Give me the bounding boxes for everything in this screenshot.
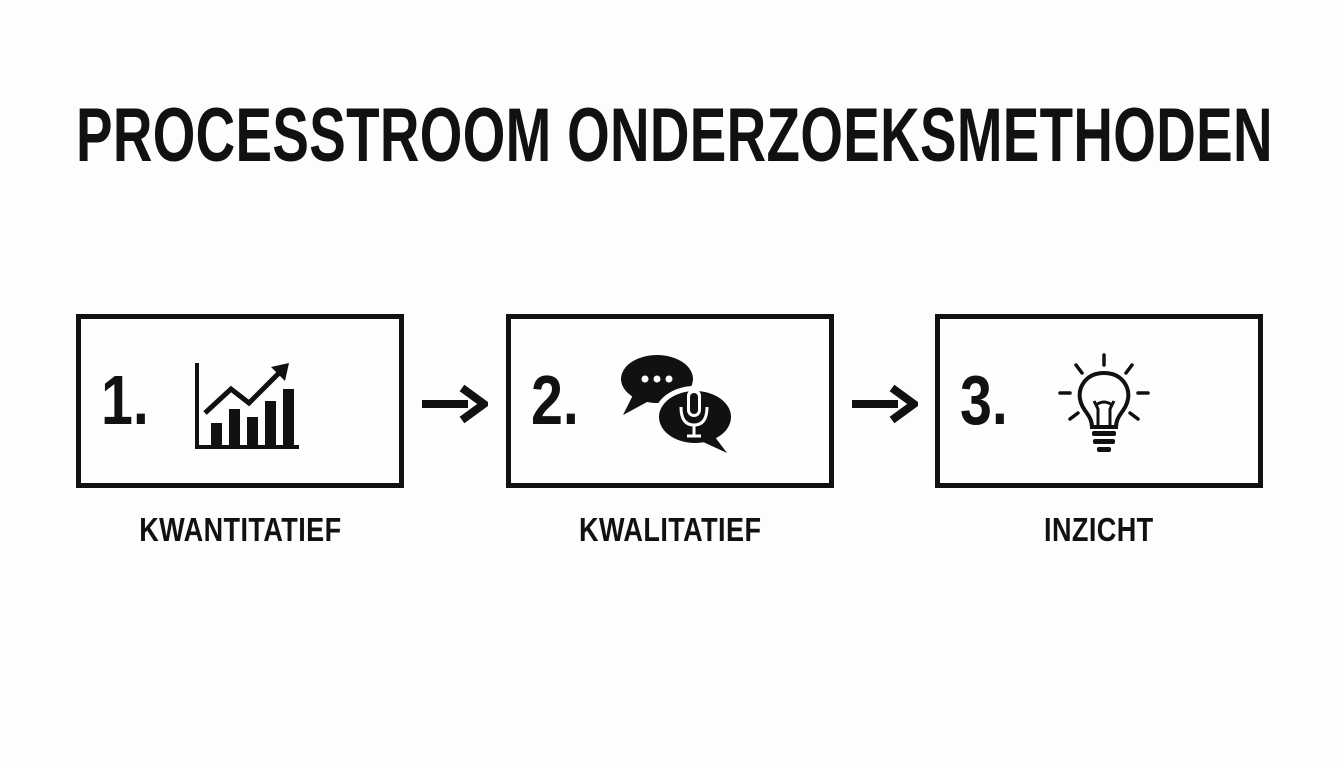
- rising-bar-chart-icon: [195, 363, 299, 449]
- step-label-1: KWANTITATIEF: [76, 512, 404, 548]
- step-label-text-2: KWALITATIEF: [578, 511, 762, 548]
- step-box-2: 2.: [506, 314, 834, 488]
- diagram-title: PROCESSTROOM ONDERZOEKSMETHODEN: [76, 93, 1273, 178]
- speech-bubbles-microphone-icon: [621, 355, 736, 453]
- step-label-text-1: KWANTITATIEF: [138, 511, 342, 548]
- step-number-1: 1.: [101, 361, 149, 439]
- step-label-2: KWALITATIEF: [506, 512, 834, 548]
- step-number-2: 2.: [531, 361, 579, 439]
- right-arrow-icon: [852, 384, 918, 424]
- step-label-text-3: INZICHT: [1044, 511, 1154, 548]
- step-label-3: INZICHT: [935, 512, 1263, 548]
- step-box-1: 1.: [76, 314, 404, 488]
- right-arrow-icon: [422, 384, 488, 424]
- step-box-3: 3.: [935, 314, 1263, 488]
- step-number-3: 3.: [960, 361, 1008, 439]
- lightbulb-icon: [1058, 353, 1150, 452]
